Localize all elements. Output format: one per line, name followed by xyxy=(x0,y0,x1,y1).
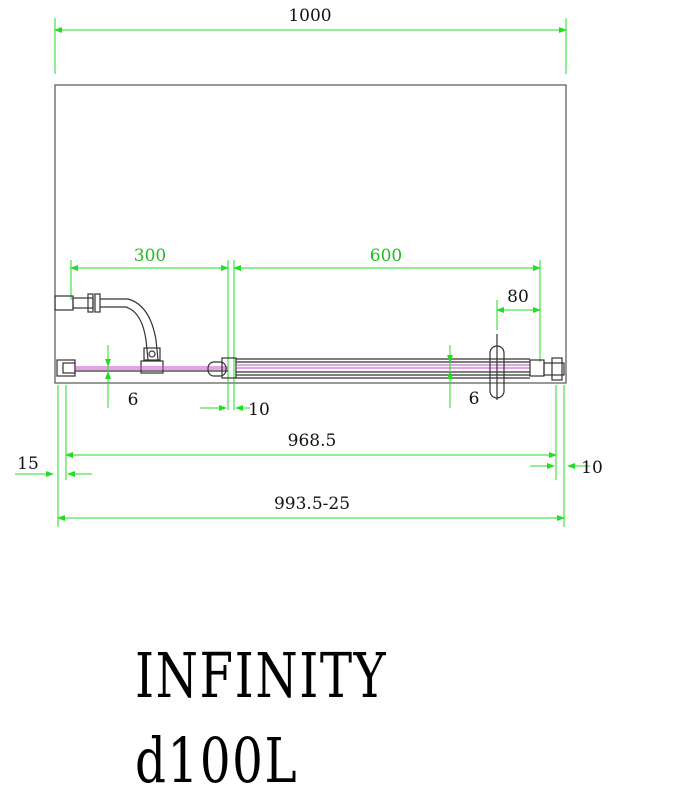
dim-label-glass-right: 6 xyxy=(469,389,480,409)
dim-label-inner: 968.5 xyxy=(288,431,337,451)
dimension-side-left: 15 xyxy=(15,454,92,477)
wall-profile-right xyxy=(529,357,565,381)
dim-label-fixed: 300 xyxy=(134,246,166,266)
dim-label-sliding: 600 xyxy=(370,246,402,266)
sliding-door xyxy=(207,357,530,379)
dimension-side-right: 10 xyxy=(530,458,603,478)
dim-label-side-right: 10 xyxy=(581,458,603,478)
dim-label-adjust: 993.5-25 xyxy=(274,494,350,514)
dimension-adjust-range: 993.5-25 xyxy=(57,385,565,527)
dimension-sliding-panel: 600 xyxy=(233,246,541,410)
dimension-glass-right: 6 xyxy=(447,345,480,409)
dimension-handle-offset: 80 xyxy=(496,287,541,330)
dim-label-side-left: 15 xyxy=(17,454,39,474)
dim-label-overall: 1000 xyxy=(288,6,331,26)
dim-label-handle: 80 xyxy=(507,287,529,307)
tray-outline xyxy=(54,84,567,384)
fixed-glass-panel xyxy=(75,366,228,372)
dimension-fixed-panel: 300 xyxy=(70,246,229,410)
dimension-inner-width: 968.5 xyxy=(65,385,557,480)
wall-profile-left xyxy=(56,359,76,377)
model-code: d100L xyxy=(135,724,299,797)
dimension-overall-width: 1000 xyxy=(54,6,567,74)
dim-label-glass-left: 6 xyxy=(128,390,139,410)
door-handle xyxy=(489,334,505,400)
stabiliser-bar xyxy=(54,293,164,374)
model-name: INFINITY xyxy=(135,639,388,712)
dimension-gap-left: 10 xyxy=(200,400,270,420)
dim-label-gap-left: 10 xyxy=(248,400,270,420)
dimension-glass-left: 6 xyxy=(105,345,139,410)
